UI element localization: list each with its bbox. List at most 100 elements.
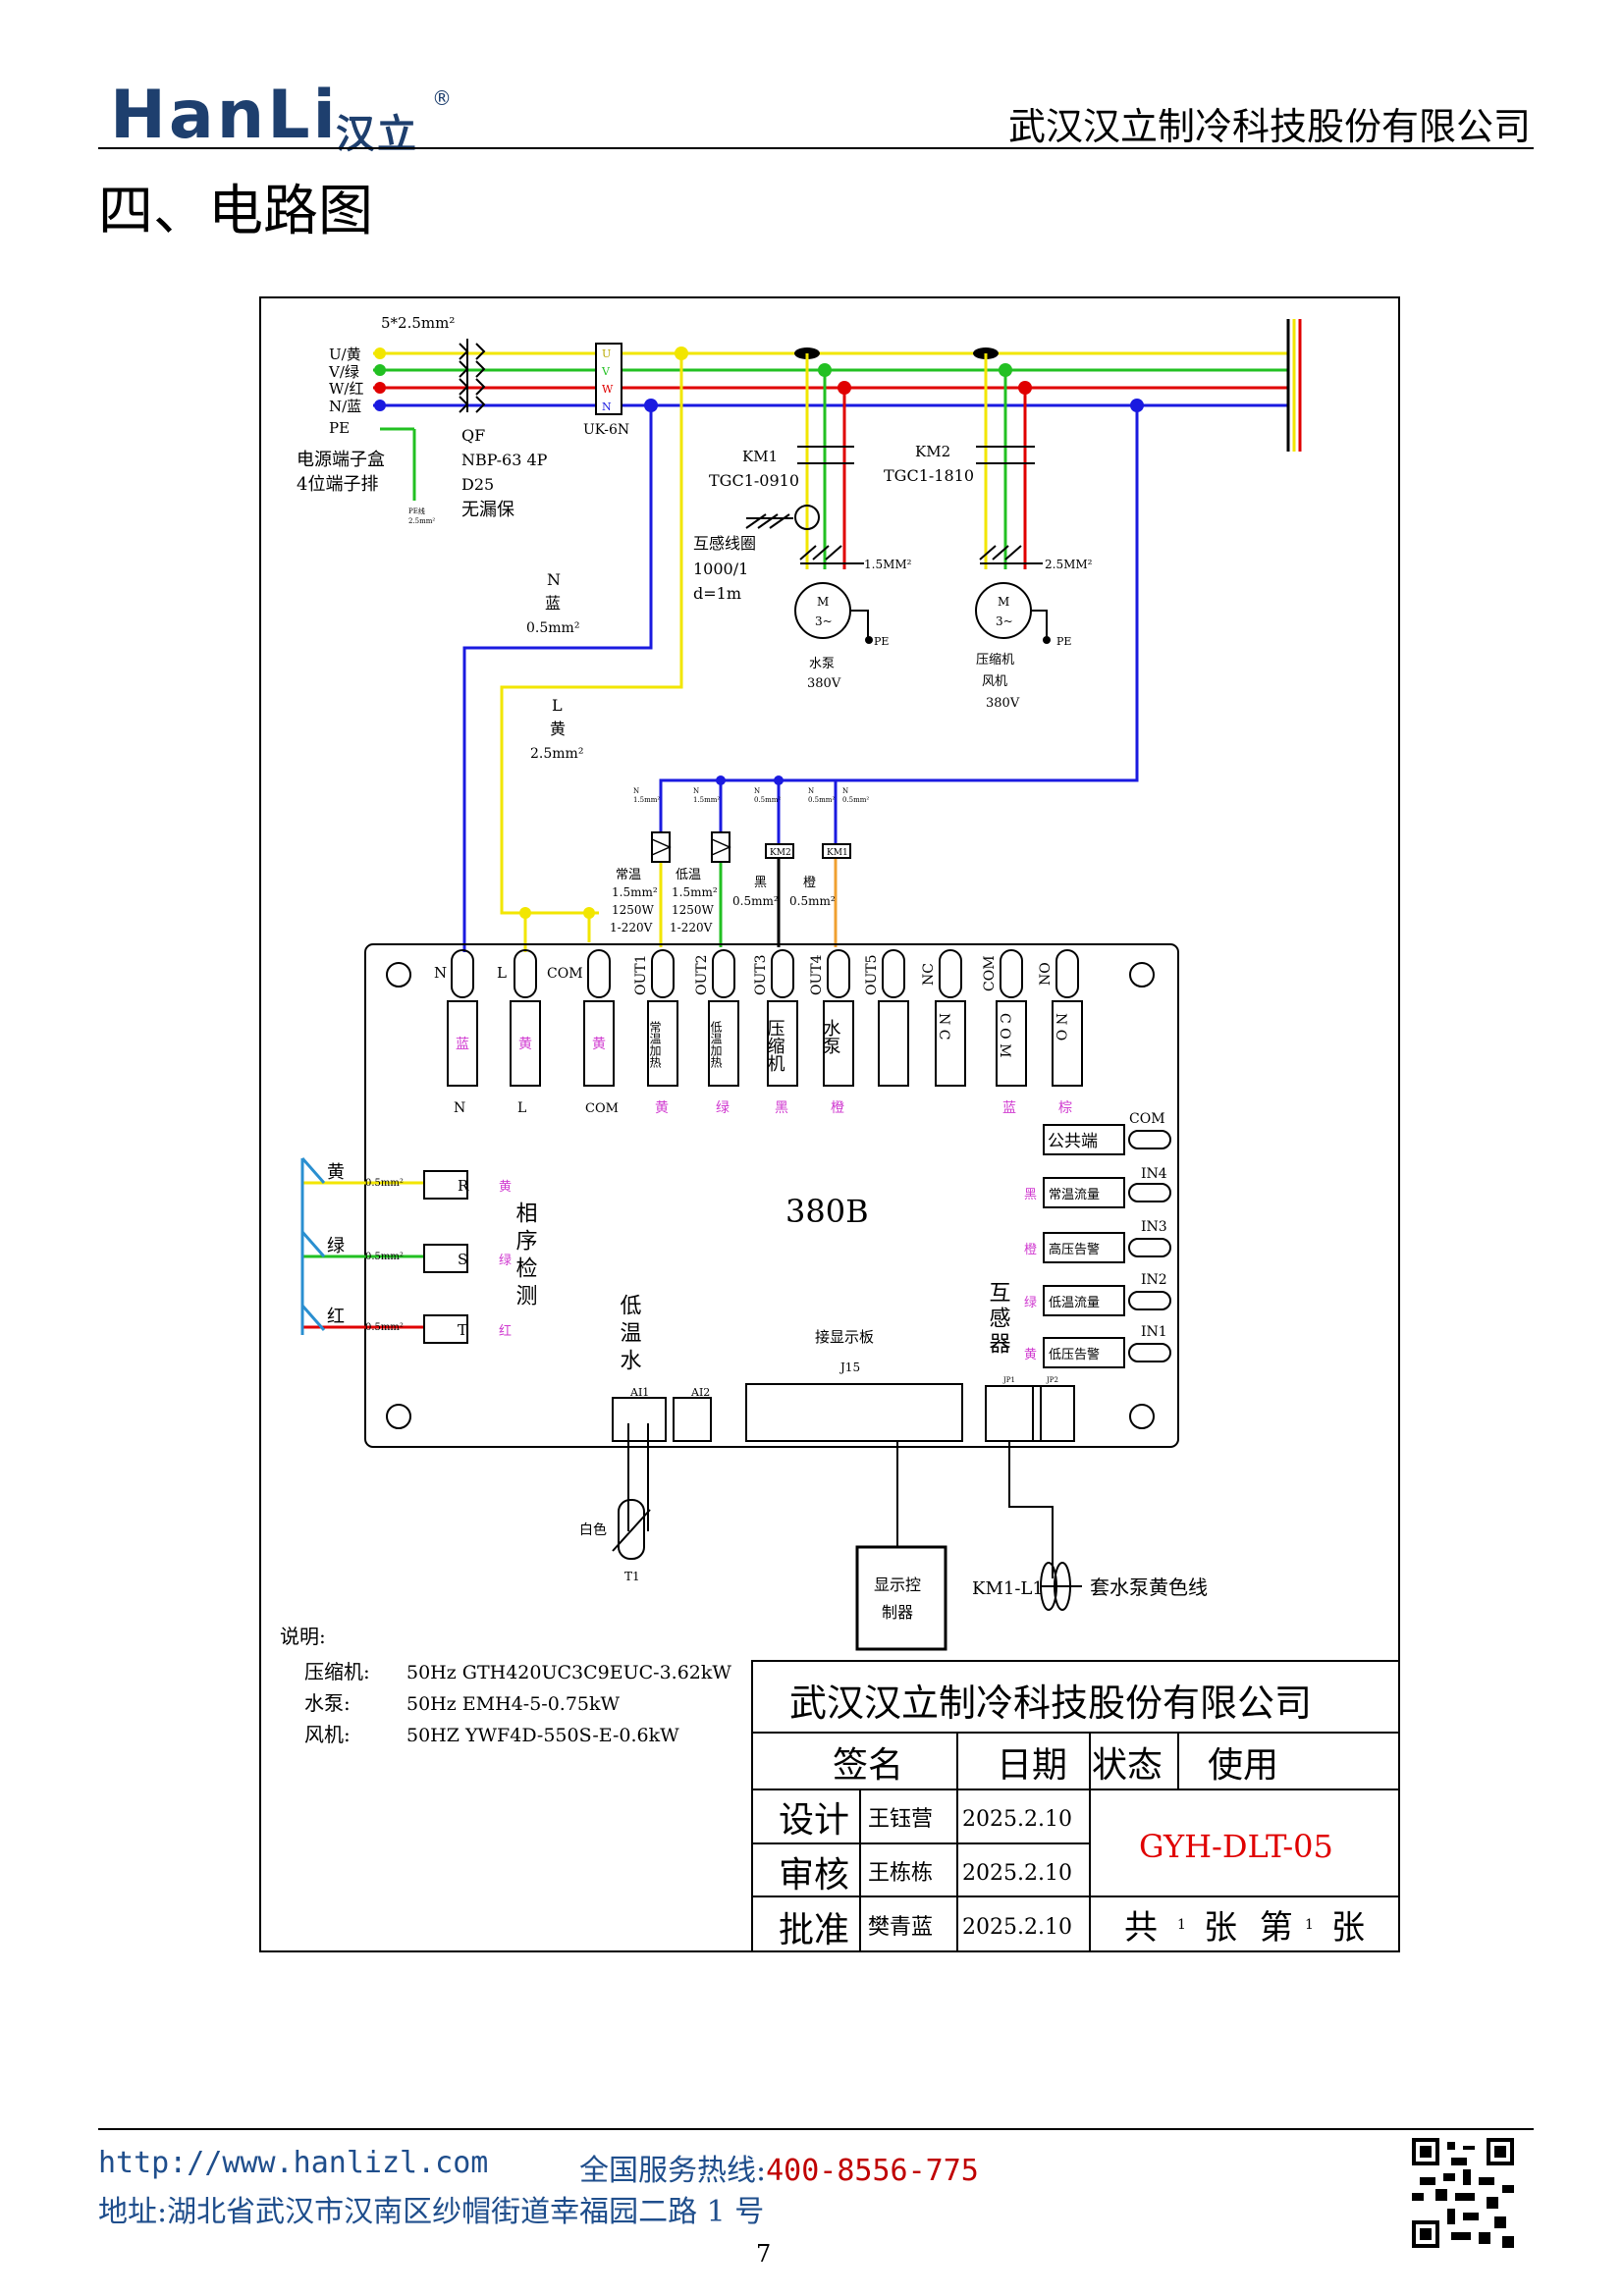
pump-motor: [794, 582, 851, 639]
small-wire-size-2: 1.5mm²: [693, 796, 720, 804]
terminal-label-no: NO: [1038, 962, 1054, 986]
tb-role-3: 批准: [779, 1910, 849, 1950]
term-dot-n: [374, 400, 386, 411]
input-com-label: COM: [1129, 1111, 1165, 1127]
tb-drawing-no: GYH-DLT-05: [1139, 1828, 1333, 1865]
coil-wire1-color: 黑: [754, 876, 767, 890]
heater2-size: 1.5mm²: [672, 885, 718, 899]
terminal-label-out3: OUT3: [753, 954, 769, 995]
coil-wire2-size: 0.5mm²: [789, 894, 836, 908]
board-name: 380B: [785, 1193, 869, 1230]
connector-j15: [745, 1383, 963, 1442]
terminal-screws: [451, 949, 1079, 998]
terminal-label-com2: COM: [982, 955, 998, 991]
pump-cable: 1.5MM²: [864, 558, 912, 571]
comp-cable-ticks: [979, 545, 1022, 561]
relay-nc: N C: [936, 1013, 951, 1040]
bottom-label-black: 黑: [775, 1100, 788, 1116]
small-wire-size-4: 0.5mm²: [808, 796, 835, 804]
phase-side-yellow: 黄: [499, 1180, 512, 1195]
circuit-diagram: 5*2.5mm² U/黄 V/绿 W/红 N/蓝 PE 电源端子盒 4位端子排 …: [259, 296, 1400, 1952]
input-text-in3: 高压告警: [1049, 1242, 1100, 1257]
qf-1: QF: [461, 426, 485, 445]
input-com-text: 公共端: [1048, 1132, 1098, 1151]
phase-label-pe: PE: [329, 419, 350, 437]
input-text-in1: 低压告警: [1049, 1347, 1100, 1362]
comp-cable: 2.5MM²: [1045, 558, 1093, 571]
km1-loop-note: 套水泵黄色线: [1090, 1575, 1208, 1599]
phase-label-w: W/红: [329, 380, 363, 398]
l-wire-color: 黄: [550, 720, 566, 738]
terminal-boxes: [447, 1000, 1083, 1087]
qf-2: NBP-63 4P: [461, 451, 548, 469]
note-key-1: 压缩机:: [304, 1660, 370, 1683]
note-val-3: 50HZ YWF4D-550S-E-0.6kW: [406, 1725, 679, 1746]
tb-col-state: 状态: [1092, 1745, 1163, 1786]
input-text-in2: 低温流量: [1049, 1296, 1100, 1310]
footer-hotline: 全国服务热线:400-8556-775: [579, 2146, 979, 2189]
note-key-3: 风机:: [304, 1723, 351, 1746]
terminal-label-n: N: [434, 964, 447, 982]
heater1-size: 1.5mm²: [612, 885, 658, 899]
heater-1: [651, 831, 671, 863]
km2-model: TGC1-1810: [884, 466, 974, 485]
ct-name: 互感线圈: [693, 534, 756, 553]
phase-label-n: N/蓝: [329, 398, 361, 415]
header-rule: [98, 147, 1534, 149]
phase-size-3: 0.5mm²: [365, 1322, 404, 1333]
bottom-label-l: L: [517, 1100, 526, 1116]
km2-name: KM2: [915, 443, 950, 460]
mount-hole-tl: [386, 962, 411, 988]
wire-n-right: [659, 405, 1139, 839]
terminal-label-out4: OUT4: [809, 954, 825, 995]
phase-letter-r: R: [458, 1177, 469, 1195]
small-wire-label-2: N: [693, 787, 699, 795]
terminal-label-out2: OUT2: [694, 954, 710, 995]
note-val-2: 50Hz EMH4-5-0.75kW: [406, 1693, 621, 1715]
pe-small2: 2.5mm²: [408, 517, 435, 525]
pe-small: PE线: [408, 507, 425, 515]
mount-hole-tr: [1129, 962, 1155, 988]
small-wire-size-1: 1.5mm²: [633, 796, 660, 804]
tb-date-3: 2025.2.10: [962, 1915, 1072, 1940]
term-dot-v: [374, 364, 386, 376]
comp-volt: 380V: [986, 696, 1020, 711]
input-color-in4: 黑: [1024, 1188, 1037, 1202]
connector-ai2: [673, 1397, 712, 1442]
connector-jp1: [985, 1385, 1042, 1442]
comp-motor-3: 3~: [996, 614, 1013, 628]
qf-breaker: [459, 339, 486, 413]
bottom-label-brown: 棕: [1058, 1100, 1072, 1116]
controller-line1: 显示控: [874, 1575, 921, 1594]
footer-rule: [98, 2128, 1534, 2130]
jp1-label: JP1: [1002, 1376, 1015, 1384]
km1-model: TGC1-0910: [709, 471, 799, 490]
tb-col-sign: 签名: [833, 1745, 903, 1786]
km1-contacts: [797, 446, 854, 464]
terminal-label-com: COM: [547, 966, 583, 982]
phase-check-title: 相序检测: [513, 1201, 538, 1311]
phase-color-green: 绿: [327, 1236, 345, 1256]
km1-loop: KM1-L1: [972, 1578, 1044, 1599]
footer-website-link[interactable]: http://www.hanlizl.com: [98, 2146, 489, 2180]
phase-r-box: [423, 1170, 468, 1200]
input-text-in4: 常温流量: [1049, 1188, 1100, 1202]
input-terminals: [1043, 1124, 1171, 1368]
km1-name: KM1: [742, 448, 778, 465]
tb-name-1: 王钰营: [868, 1807, 933, 1832]
hotline-number: 400-8556-775: [766, 2154, 979, 2188]
l-wire-label: L: [552, 696, 563, 715]
phase-size-1: 0.5mm²: [365, 1178, 404, 1189]
phase-color-yellow: 黄: [327, 1162, 345, 1183]
header-company-name: 武汉汉立制冷科技股份有限公司: [1007, 105, 1531, 148]
phase-label-u: U/黄: [329, 346, 361, 363]
heater1-name: 常温: [616, 868, 641, 882]
tb-name-3: 樊青蓝: [868, 1915, 933, 1940]
j15-label: J15: [839, 1361, 860, 1374]
logo-wordmark: HanLi: [110, 77, 339, 154]
small-wire-label-3: N: [754, 787, 760, 795]
note-key-2: 水泵:: [304, 1691, 351, 1715]
wire-n-main: [462, 405, 653, 952]
low-temp-water: 低温水: [617, 1294, 642, 1376]
bottom-label-com: COM: [585, 1101, 619, 1116]
